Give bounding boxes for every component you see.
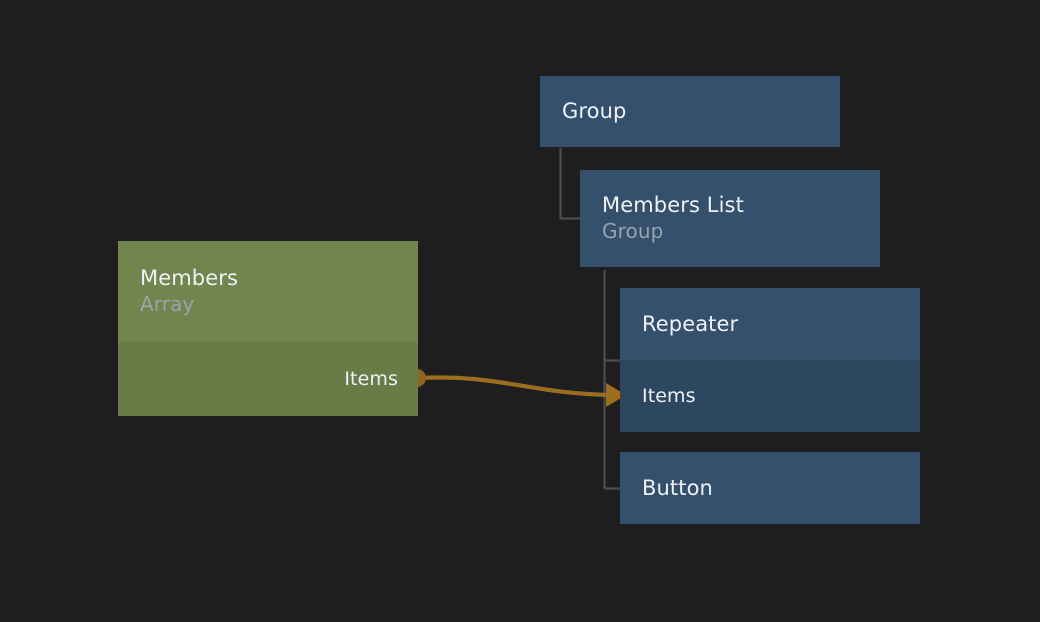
node-repeater-header[interactable]: Repeater (620, 288, 920, 360)
node-members-list-subtitle: Group (602, 219, 664, 244)
node-repeater-port-items-label: Items (642, 385, 696, 407)
node-button-header[interactable]: Button (620, 452, 920, 524)
node-members-list-title: Members List (602, 193, 744, 218)
node-repeater-port-items[interactable]: Items (620, 360, 920, 432)
tree-edge-group-to-members-list (559, 148, 580, 220)
node-members-list-header[interactable]: Members List Group (580, 170, 880, 267)
node-button[interactable]: Button (620, 452, 920, 524)
node-members-list[interactable]: Members List Group (580, 170, 880, 267)
node-repeater[interactable]: Repeater Items (620, 288, 920, 432)
node-group[interactable]: Group (540, 76, 840, 147)
data-wire-members-items-to-repeater-items[interactable] (415, 375, 617, 398)
node-members-subtitle: Array (140, 292, 195, 317)
node-members-port-items[interactable]: Items (118, 342, 418, 416)
node-group-header[interactable]: Group (540, 76, 840, 147)
node-members-title: Members (140, 266, 239, 291)
node-members-port-items-label: Items (344, 368, 398, 390)
node-members-header[interactable]: Members Array (118, 241, 418, 342)
node-group-title: Group (562, 99, 627, 124)
node-members[interactable]: Members Array Items (118, 241, 418, 416)
node-repeater-title: Repeater (642, 311, 739, 336)
node-button-title: Button (642, 475, 713, 500)
